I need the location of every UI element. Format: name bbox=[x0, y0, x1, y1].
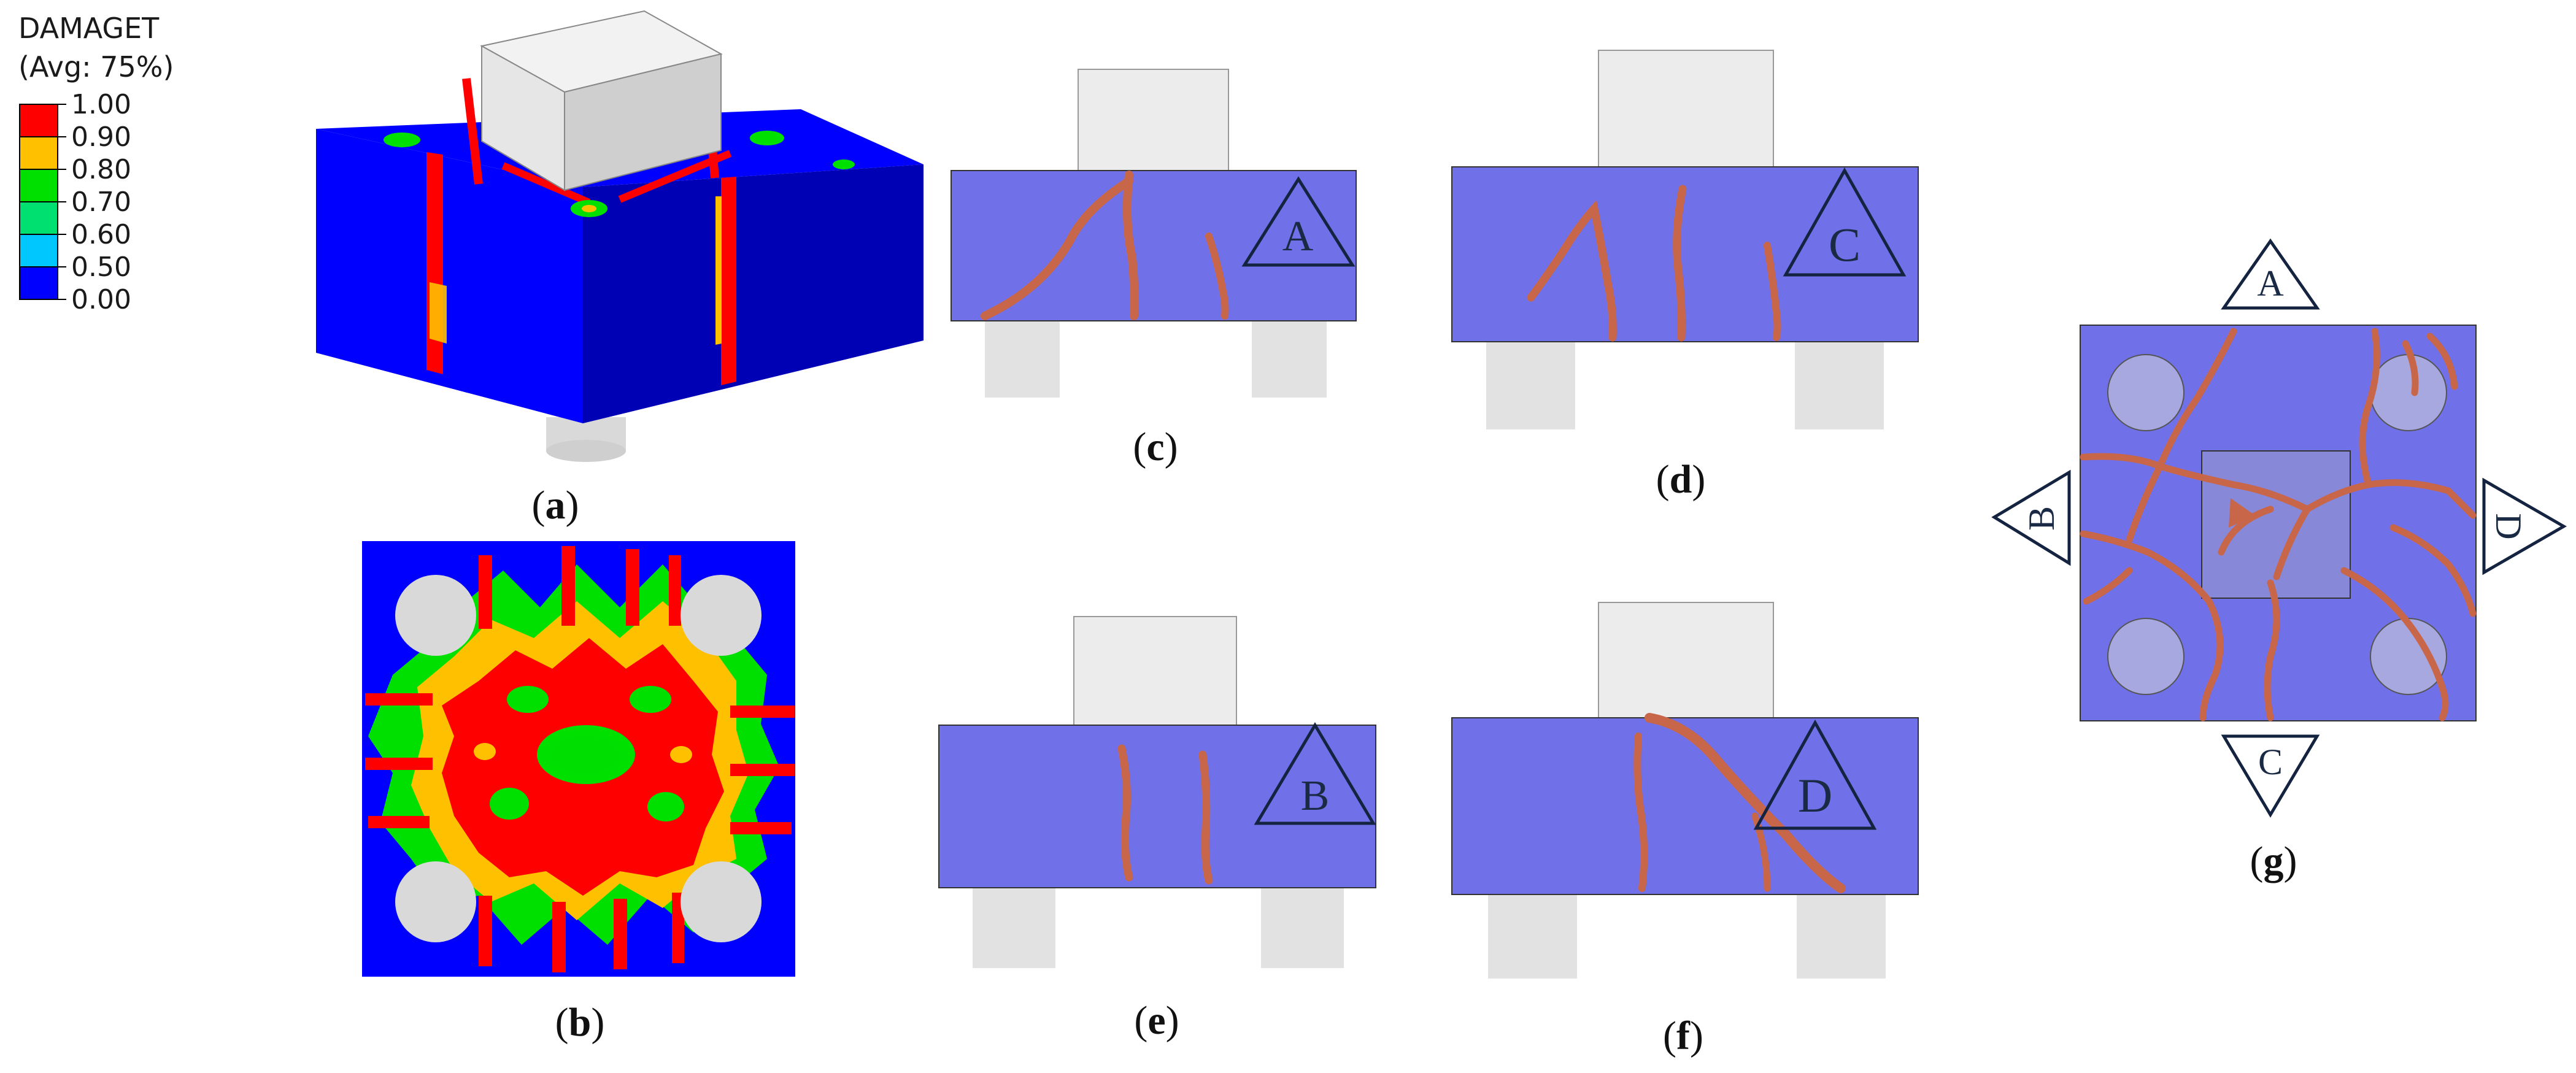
legend-swatch bbox=[19, 266, 58, 300]
legend-subtitle: (Avg: 75%) bbox=[18, 50, 174, 83]
face-marker-triangle-b bbox=[1991, 469, 2071, 566]
damage-line bbox=[462, 78, 483, 185]
legend-swatch bbox=[19, 201, 58, 235]
crack-line bbox=[1198, 750, 1213, 885]
damage-zone bbox=[833, 160, 855, 169]
pile-stub bbox=[985, 319, 1060, 398]
pile-circle bbox=[681, 861, 762, 942]
legend-label: 0.90 bbox=[71, 121, 131, 153]
crack-line bbox=[1205, 233, 1229, 320]
legend-swatch bbox=[19, 104, 58, 137]
cap-right-face bbox=[583, 164, 924, 423]
column-side bbox=[564, 53, 722, 191]
face-marker-letter: C bbox=[1829, 218, 1861, 271]
pile-stub bbox=[1797, 893, 1886, 979]
pile-stub bbox=[1252, 319, 1327, 398]
column-stub bbox=[1598, 602, 1774, 720]
damage-line bbox=[618, 150, 732, 203]
face-marker-letter: C bbox=[2258, 742, 2283, 782]
pile-stub bbox=[1488, 893, 1577, 979]
pile-stub bbox=[1486, 340, 1575, 429]
crack-pattern bbox=[2080, 328, 2477, 721]
crack-line bbox=[1645, 713, 1846, 893]
panel-d-caption: (d) bbox=[1656, 457, 1706, 502]
legend-title: DAMAGET bbox=[18, 12, 160, 45]
pile-cylinder bbox=[546, 417, 626, 462]
damage-line bbox=[501, 162, 591, 206]
pile-circle bbox=[2107, 354, 2185, 431]
panel-c-face-a: A (c) bbox=[951, 69, 1357, 469]
panel-d-face-c: C (d) bbox=[1451, 50, 1919, 502]
damage-strip bbox=[721, 177, 736, 385]
face-marker-triangle bbox=[1254, 722, 1376, 825]
panel-b-caption: (b) bbox=[555, 1000, 605, 1045]
damage-zone bbox=[384, 133, 420, 147]
legend-label: 0.60 bbox=[71, 219, 131, 250]
panel-e-caption: (e) bbox=[1134, 998, 1179, 1043]
panel-e-face-b: B (e) bbox=[938, 616, 1376, 1043]
damage-strip bbox=[715, 196, 722, 345]
panel-f-caption: (f) bbox=[1663, 1013, 1703, 1058]
legend-swatch bbox=[19, 136, 58, 170]
panel-a-3d-model: (a) bbox=[316, 10, 924, 528]
face-marker-triangle-c bbox=[2221, 734, 2320, 818]
column-stub bbox=[1598, 50, 1774, 171]
face-marker-triangle bbox=[1241, 176, 1355, 267]
crack-line bbox=[1764, 242, 1781, 341]
face-marker-triangle bbox=[1753, 719, 1877, 830]
panel-g-caption: (g) bbox=[2250, 839, 2297, 883]
damage-strip bbox=[430, 282, 447, 344]
panel-f-face-d: D (f) bbox=[1451, 602, 1919, 1058]
column-stub bbox=[1073, 616, 1237, 729]
legend-swatches: 1.000.900.800.700.600.500.00 bbox=[19, 89, 131, 315]
face-marker-letter: B bbox=[2021, 506, 2062, 531]
face-marker-letter: D bbox=[2488, 513, 2529, 539]
damage-contour bbox=[365, 546, 795, 972]
crack-line bbox=[981, 177, 1133, 320]
test-face bbox=[1451, 717, 1919, 895]
legend-label: 1.00 bbox=[71, 89, 131, 120]
legend-label: 0.70 bbox=[71, 187, 131, 218]
pile-circle bbox=[395, 861, 476, 942]
face-marker-letter: B bbox=[1301, 772, 1330, 820]
face-marker-triangle-d bbox=[2482, 477, 2567, 575]
legend-swatch bbox=[19, 169, 58, 202]
pile-stub bbox=[1795, 340, 1884, 429]
column-stub bbox=[1078, 69, 1229, 174]
crack-line bbox=[1527, 200, 1617, 342]
face-marker-letter: D bbox=[1798, 769, 1832, 822]
cap-left-face bbox=[316, 129, 583, 423]
panel-b-contour-plan: (b) bbox=[362, 541, 795, 1045]
face-marker-triangle bbox=[1783, 167, 1907, 277]
legend-swatch bbox=[19, 234, 58, 267]
face-marker-letter: A bbox=[1282, 213, 1314, 260]
panel-a-caption: (a) bbox=[532, 483, 579, 528]
damage-zone bbox=[750, 131, 784, 145]
crack-line bbox=[1673, 185, 1687, 342]
pile-stub bbox=[973, 885, 1055, 968]
legend-label: 0.80 bbox=[71, 154, 131, 185]
pile-circle bbox=[2107, 618, 2185, 695]
crack-line bbox=[1633, 733, 1648, 892]
face-marker-triangle-a bbox=[2221, 238, 2320, 310]
crack-arrowhead bbox=[2229, 498, 2255, 528]
crack-line bbox=[1122, 171, 1139, 320]
pile-circle bbox=[2370, 618, 2447, 695]
legend-label: 0.00 bbox=[71, 284, 131, 315]
face-marker-letter: A bbox=[2257, 263, 2283, 304]
crack-line bbox=[1117, 744, 1133, 882]
panel-c-caption: (c) bbox=[1133, 425, 1178, 469]
pile-stub bbox=[1261, 885, 1344, 968]
damage-legend: DAMAGET (Avg: 75%) 1.000.900.800.700.600… bbox=[18, 12, 174, 315]
pile-circle bbox=[395, 575, 476, 656]
test-face bbox=[938, 725, 1376, 888]
pile-circle bbox=[2370, 354, 2447, 431]
panel-g-plan-view: A C B D (g) bbox=[1991, 238, 2567, 883]
legend-label: 0.50 bbox=[71, 252, 131, 283]
damage-zone bbox=[582, 205, 596, 212]
pile-circle bbox=[681, 575, 762, 656]
